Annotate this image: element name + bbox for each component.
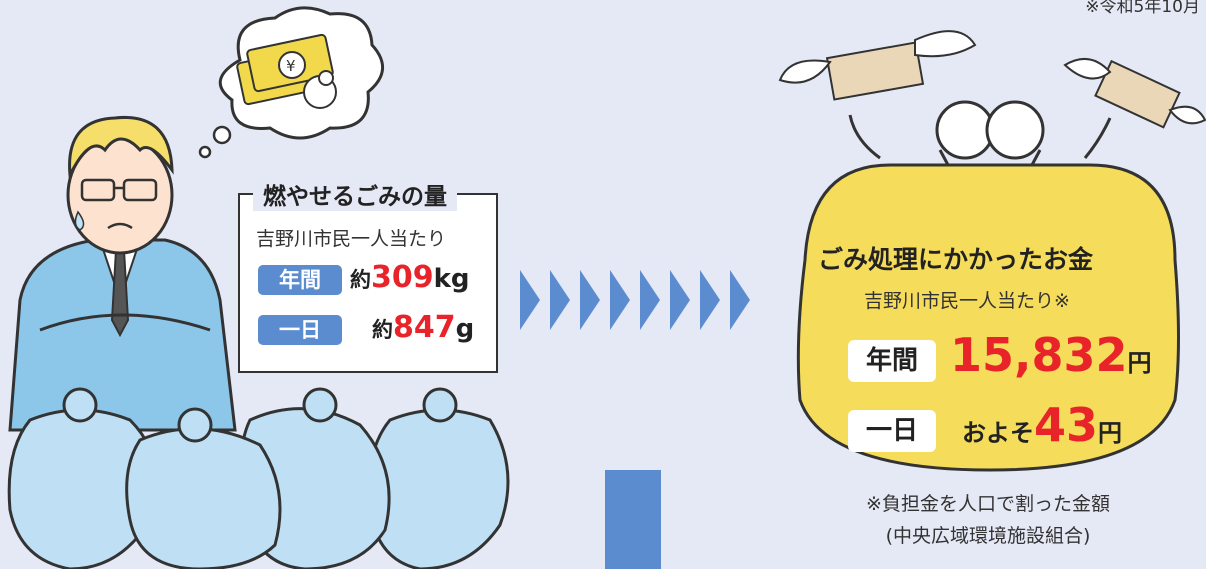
cost-subtitle: 吉野川市民一人当たり※ bbox=[864, 290, 1070, 312]
date-note: ※令和5年10月 bbox=[1085, 0, 1200, 17]
garbage-daily-value: 約847g bbox=[372, 310, 475, 345]
flying-money-icon bbox=[778, 30, 1206, 129]
cost-annual-value: 15,832円 bbox=[950, 328, 1152, 382]
garbage-panel-title: 燃やせるごみの量 bbox=[253, 177, 457, 211]
garbage-panel-subtitle: 吉野川市民一人当たり bbox=[256, 228, 447, 250]
svg-text:¥: ¥ bbox=[286, 57, 296, 75]
cost-annual-label: 年間 bbox=[848, 340, 936, 382]
man-icon bbox=[8, 115, 237, 432]
garbage-annual-value: 約309kg bbox=[350, 260, 470, 295]
garbage-bags-icon bbox=[7, 387, 510, 569]
coin-purse-icon bbox=[796, 100, 1180, 472]
thought-bubble-icon: ¥ bbox=[198, 6, 384, 159]
garbage-annual-label: 年間 bbox=[258, 265, 342, 295]
cost-footnote: ※負担金を人口で割った金額 (中央広域環境施設組合) bbox=[810, 488, 1166, 552]
down-bar-icon bbox=[605, 470, 661, 569]
garbage-daily-label: 一日 bbox=[258, 315, 342, 345]
cost-daily-label: 一日 bbox=[848, 410, 936, 452]
cost-title: ごみ処理にかかったお金 bbox=[818, 245, 1094, 274]
footnote-line-1: ※負担金を人口で割った金額 bbox=[866, 493, 1110, 515]
cost-daily-value: およそ43円 bbox=[962, 398, 1123, 452]
arrow-chevrons-icon bbox=[520, 270, 750, 330]
footnote-line-2: (中央広域環境施設組合) bbox=[885, 525, 1091, 547]
